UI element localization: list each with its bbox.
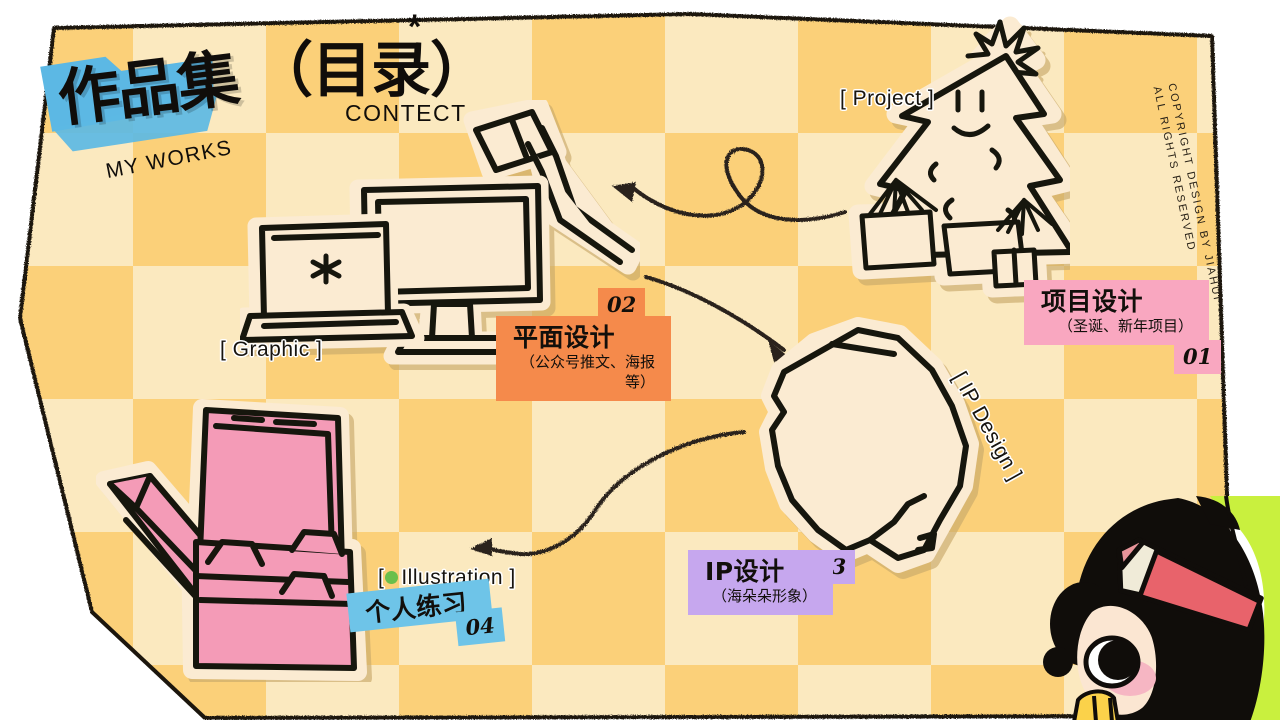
status-dot-icon	[385, 570, 399, 584]
section-tag-02[interactable]: 02 平面设计 （公众号推文、海报等）	[496, 288, 671, 401]
section-tag-01-title: 项目设计	[1041, 287, 1144, 316]
section-tag-02-title: 平面设计	[513, 323, 616, 352]
christmas-tree-illustration	[848, 16, 1070, 298]
artist-avatar	[1043, 496, 1280, 720]
section-tag-04-number: 04	[454, 607, 506, 647]
caption-project: [ Project ]	[840, 87, 935, 110]
desk-computer-illustration	[240, 100, 640, 365]
section-tag-03[interactable]: 03 IP设计 （海朵朵形象）	[688, 550, 856, 615]
section-tag-02-subtitle: （公众号推文、海报等）	[519, 353, 655, 391]
bracket-open: [	[378, 566, 385, 589]
section-tag-01-number: 01	[1174, 340, 1222, 374]
title-star: *	[408, 8, 422, 46]
section-tag-02-body: 平面设计 （公众号推文、海报等）	[496, 316, 671, 401]
section-tag-01[interactable]: 项目设计 （圣诞、新年项目） 01	[1024, 280, 1222, 374]
section-tag-01-body: 项目设计 （圣诞、新年项目）	[1024, 280, 1209, 345]
folder-icon	[40, 56, 218, 152]
cloud-mascot-illustration	[759, 317, 979, 573]
section-tag-01-subtitle: （圣诞、新年项目）	[1057, 317, 1193, 335]
paint-box-illustration	[96, 399, 367, 681]
section-tag-03-body: IP设计 （海朵朵形象）	[688, 550, 833, 615]
bracket-close: ]	[509, 566, 516, 589]
section-tag-03-subtitle: （海朵朵形象）	[711, 587, 817, 605]
subtitle-contect: CONTECT	[345, 100, 467, 126]
caption-graphic: [ Graphic ]	[220, 338, 323, 361]
section-tag-03-title: IP设计	[705, 557, 785, 586]
page-title-paren: （目录）	[253, 36, 490, 106]
